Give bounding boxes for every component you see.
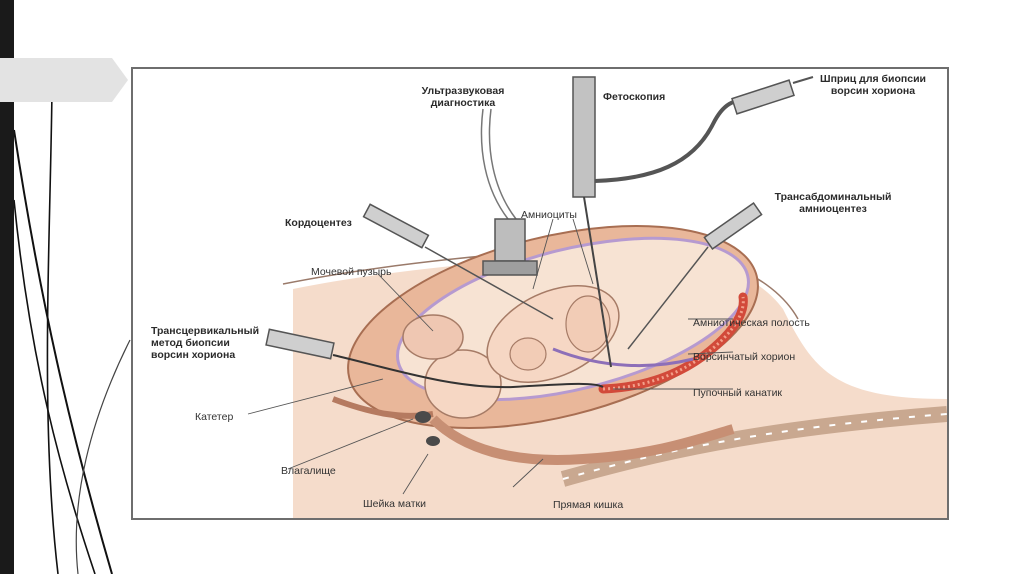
bladder-shape xyxy=(402,314,464,360)
leader-lines xyxy=(247,218,734,495)
label-villous-chorion: Ворсинчатый хорион xyxy=(693,351,796,363)
syringe-cordocentesis xyxy=(362,203,430,249)
label-ultrasound: Ультразвуковая диагностика xyxy=(421,85,505,109)
label-fetoscopy: Фетоскопия xyxy=(603,91,666,103)
label-amniocytes: Амниоциты xyxy=(521,209,577,221)
label-umbilical-cord: Пупочный канатик xyxy=(693,387,783,399)
syringe-transabdominal xyxy=(703,202,763,250)
label-cordocentesis: Кордоцентез xyxy=(285,217,352,229)
spine xyxy=(560,406,947,487)
rectum-shape xyxy=(429,415,735,465)
catheter-line xyxy=(332,354,604,389)
syringe-chorion-biopsy xyxy=(731,79,795,115)
fetoscope xyxy=(572,76,596,198)
syringe-transcervical xyxy=(265,328,335,360)
label-amniotic-cavity: Амниотическая полость xyxy=(693,317,810,329)
label-cervix: Шейка матки xyxy=(363,498,427,510)
label-vagina: Влагалище xyxy=(281,465,336,477)
label-transcervical: Трансцервикальный метод биопсии ворсин х… xyxy=(151,325,260,361)
decorative-curves xyxy=(13,89,131,574)
label-bladder: Мочевой пузырь xyxy=(311,266,392,278)
label-transabdominal: Трансабдоминальный амниоцентез xyxy=(774,191,892,215)
anatomy-illustration xyxy=(247,76,947,518)
label-syringe-biopsy: Шприц для биопсии ворсин хориона xyxy=(820,73,926,97)
ultrasound-probe xyxy=(494,218,526,262)
left-accent-bar xyxy=(0,0,14,574)
ultrasound-cable xyxy=(480,108,509,220)
umbilical-cord-shape xyxy=(552,347,694,368)
label-catheter: Катетер xyxy=(195,411,234,423)
title-tab-shape xyxy=(0,58,128,102)
label-rectum: Прямая кишка xyxy=(553,499,624,511)
diagram-frame: Ультразвуковая диагностика Фетоскопия Шп… xyxy=(131,67,949,520)
